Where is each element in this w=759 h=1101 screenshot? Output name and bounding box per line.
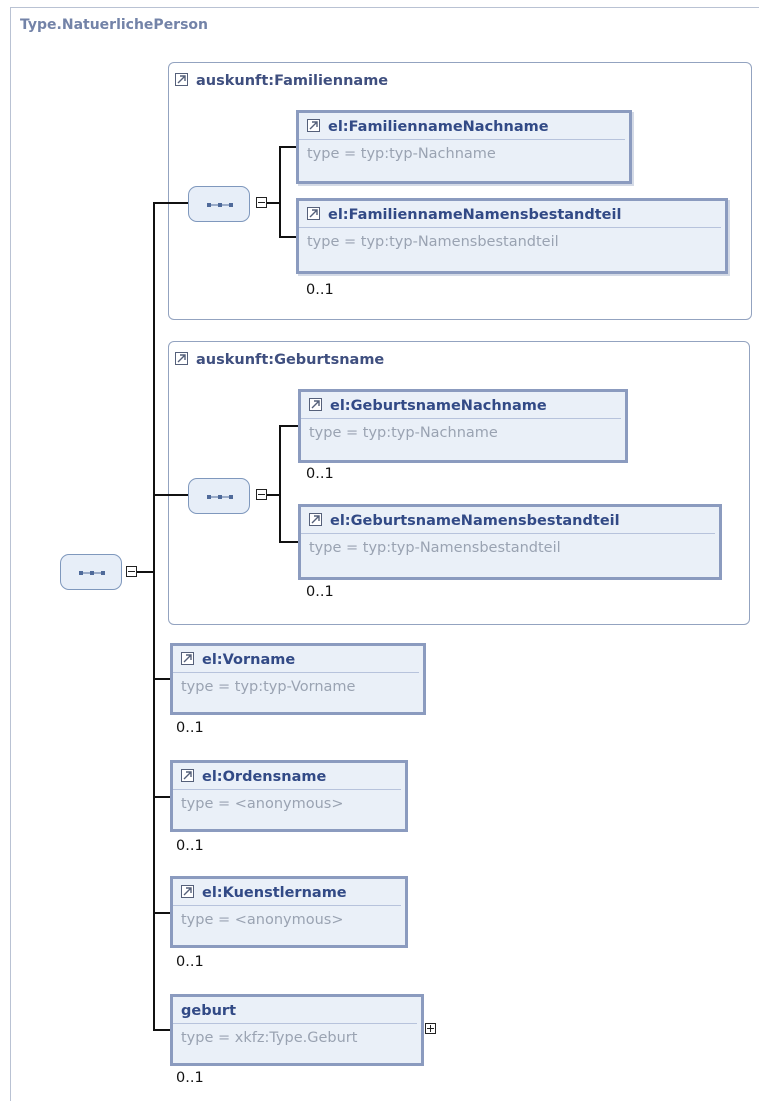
reference-arrow-icon bbox=[175, 73, 188, 86]
sequence-compositor[interactable] bbox=[188, 478, 250, 514]
connector-line bbox=[279, 425, 298, 427]
multiplicity-label: 0..1 bbox=[176, 954, 204, 970]
element-vorname[interactable]: el:Vorname type = typ:typ-Vorname bbox=[170, 643, 426, 715]
multiplicity-label: 0..1 bbox=[176, 1070, 204, 1086]
reference-arrow-icon bbox=[309, 513, 322, 526]
reference-arrow-icon bbox=[175, 352, 188, 365]
element-geburt[interactable]: geburt type = xkfz:Type.Geburt bbox=[170, 994, 424, 1066]
diagram-frame-top bbox=[10, 7, 759, 8]
element-type: type = typ:typ-Vorname bbox=[181, 679, 356, 695]
connector-line bbox=[279, 425, 281, 543]
connector-line bbox=[153, 202, 155, 1031]
root-sequence-compositor[interactable] bbox=[60, 554, 122, 590]
connector-line bbox=[153, 796, 170, 798]
element-type: type = typ:typ-Namensbestandteil bbox=[307, 234, 559, 250]
reference-arrow-icon bbox=[307, 119, 320, 132]
connector-line bbox=[137, 571, 155, 573]
element-kuenstlername[interactable]: el:Kuenstlername type = <anonymous> bbox=[170, 876, 408, 948]
element-ordensname[interactable]: el:Ordensname type = <anonymous> bbox=[170, 760, 408, 832]
element-name: el:Kuenstlername bbox=[173, 879, 401, 906]
group-title: auskunft:Familienname bbox=[175, 73, 388, 89]
connector-line bbox=[153, 1029, 170, 1031]
reference-arrow-icon bbox=[309, 398, 322, 411]
multiplicity-label: 0..1 bbox=[176, 720, 204, 736]
reference-arrow-icon bbox=[181, 652, 194, 665]
group-familienname: auskunft:Familienname bbox=[168, 62, 752, 320]
element-familienname-namensbestandteil[interactable]: el:FamiliennameNamensbestandteil type = … bbox=[296, 198, 728, 274]
sequence-icon bbox=[207, 203, 233, 207]
element-name: el:GeburtsnameNachname bbox=[301, 392, 621, 419]
element-type: type = xkfz:Type.Geburt bbox=[181, 1030, 358, 1046]
element-geburtsname-namensbestandteil[interactable]: el:GeburtsnameNamensbestandteil type = t… bbox=[298, 504, 722, 580]
element-name: el:GeburtsnameNamensbestandteil bbox=[301, 507, 715, 534]
connector-line bbox=[153, 202, 188, 204]
collapse-toggle[interactable] bbox=[256, 197, 267, 208]
sequence-icon bbox=[79, 571, 105, 575]
element-type: type = typ:typ-Nachname bbox=[307, 146, 496, 162]
diagram-frame-left bbox=[10, 7, 11, 1101]
expand-toggle[interactable] bbox=[425, 1023, 436, 1034]
element-name: el:FamiliennameNachname bbox=[299, 113, 625, 140]
group-geburtsname: auskunft:Geburtsname bbox=[168, 341, 750, 625]
multiplicity-label: 0..1 bbox=[306, 282, 334, 298]
element-name: el:Vorname bbox=[173, 646, 419, 673]
multiplicity-label: 0..1 bbox=[306, 466, 334, 482]
element-name: geburt bbox=[173, 997, 417, 1024]
connector-line bbox=[153, 678, 170, 680]
connector-line bbox=[153, 912, 170, 914]
element-type: type = <anonymous> bbox=[181, 912, 344, 928]
element-name: el:FamiliennameNamensbestandteil bbox=[299, 201, 721, 228]
reference-arrow-icon bbox=[181, 769, 194, 782]
connector-line bbox=[279, 236, 296, 238]
element-type: type = typ:typ-Namensbestandteil bbox=[309, 540, 561, 556]
element-familienname-nachname[interactable]: el:FamiliennameNachname type = typ:typ-N… bbox=[296, 110, 632, 184]
connector-line bbox=[267, 202, 281, 204]
connector-line bbox=[153, 494, 188, 496]
multiplicity-label: 0..1 bbox=[176, 838, 204, 854]
collapse-toggle[interactable] bbox=[126, 566, 137, 577]
connector-line bbox=[279, 146, 296, 148]
reference-arrow-icon bbox=[181, 885, 194, 898]
multiplicity-label: 0..1 bbox=[306, 584, 334, 600]
sequence-icon bbox=[207, 495, 233, 499]
connector-line bbox=[279, 146, 281, 238]
collapse-toggle[interactable] bbox=[256, 489, 267, 500]
element-name: el:Ordensname bbox=[173, 763, 401, 790]
connector-line bbox=[279, 541, 298, 543]
complex-type-title: Type.NatuerlichePerson bbox=[20, 17, 209, 33]
reference-arrow-icon bbox=[307, 207, 320, 220]
element-type: type = typ:typ-Nachname bbox=[309, 425, 498, 441]
element-type: type = <anonymous> bbox=[181, 796, 344, 812]
element-geburtsname-nachname[interactable]: el:GeburtsnameNachname type = typ:typ-Na… bbox=[298, 389, 628, 463]
sequence-compositor[interactable] bbox=[188, 186, 250, 222]
connector-line bbox=[267, 494, 281, 496]
group-title: auskunft:Geburtsname bbox=[175, 352, 384, 368]
